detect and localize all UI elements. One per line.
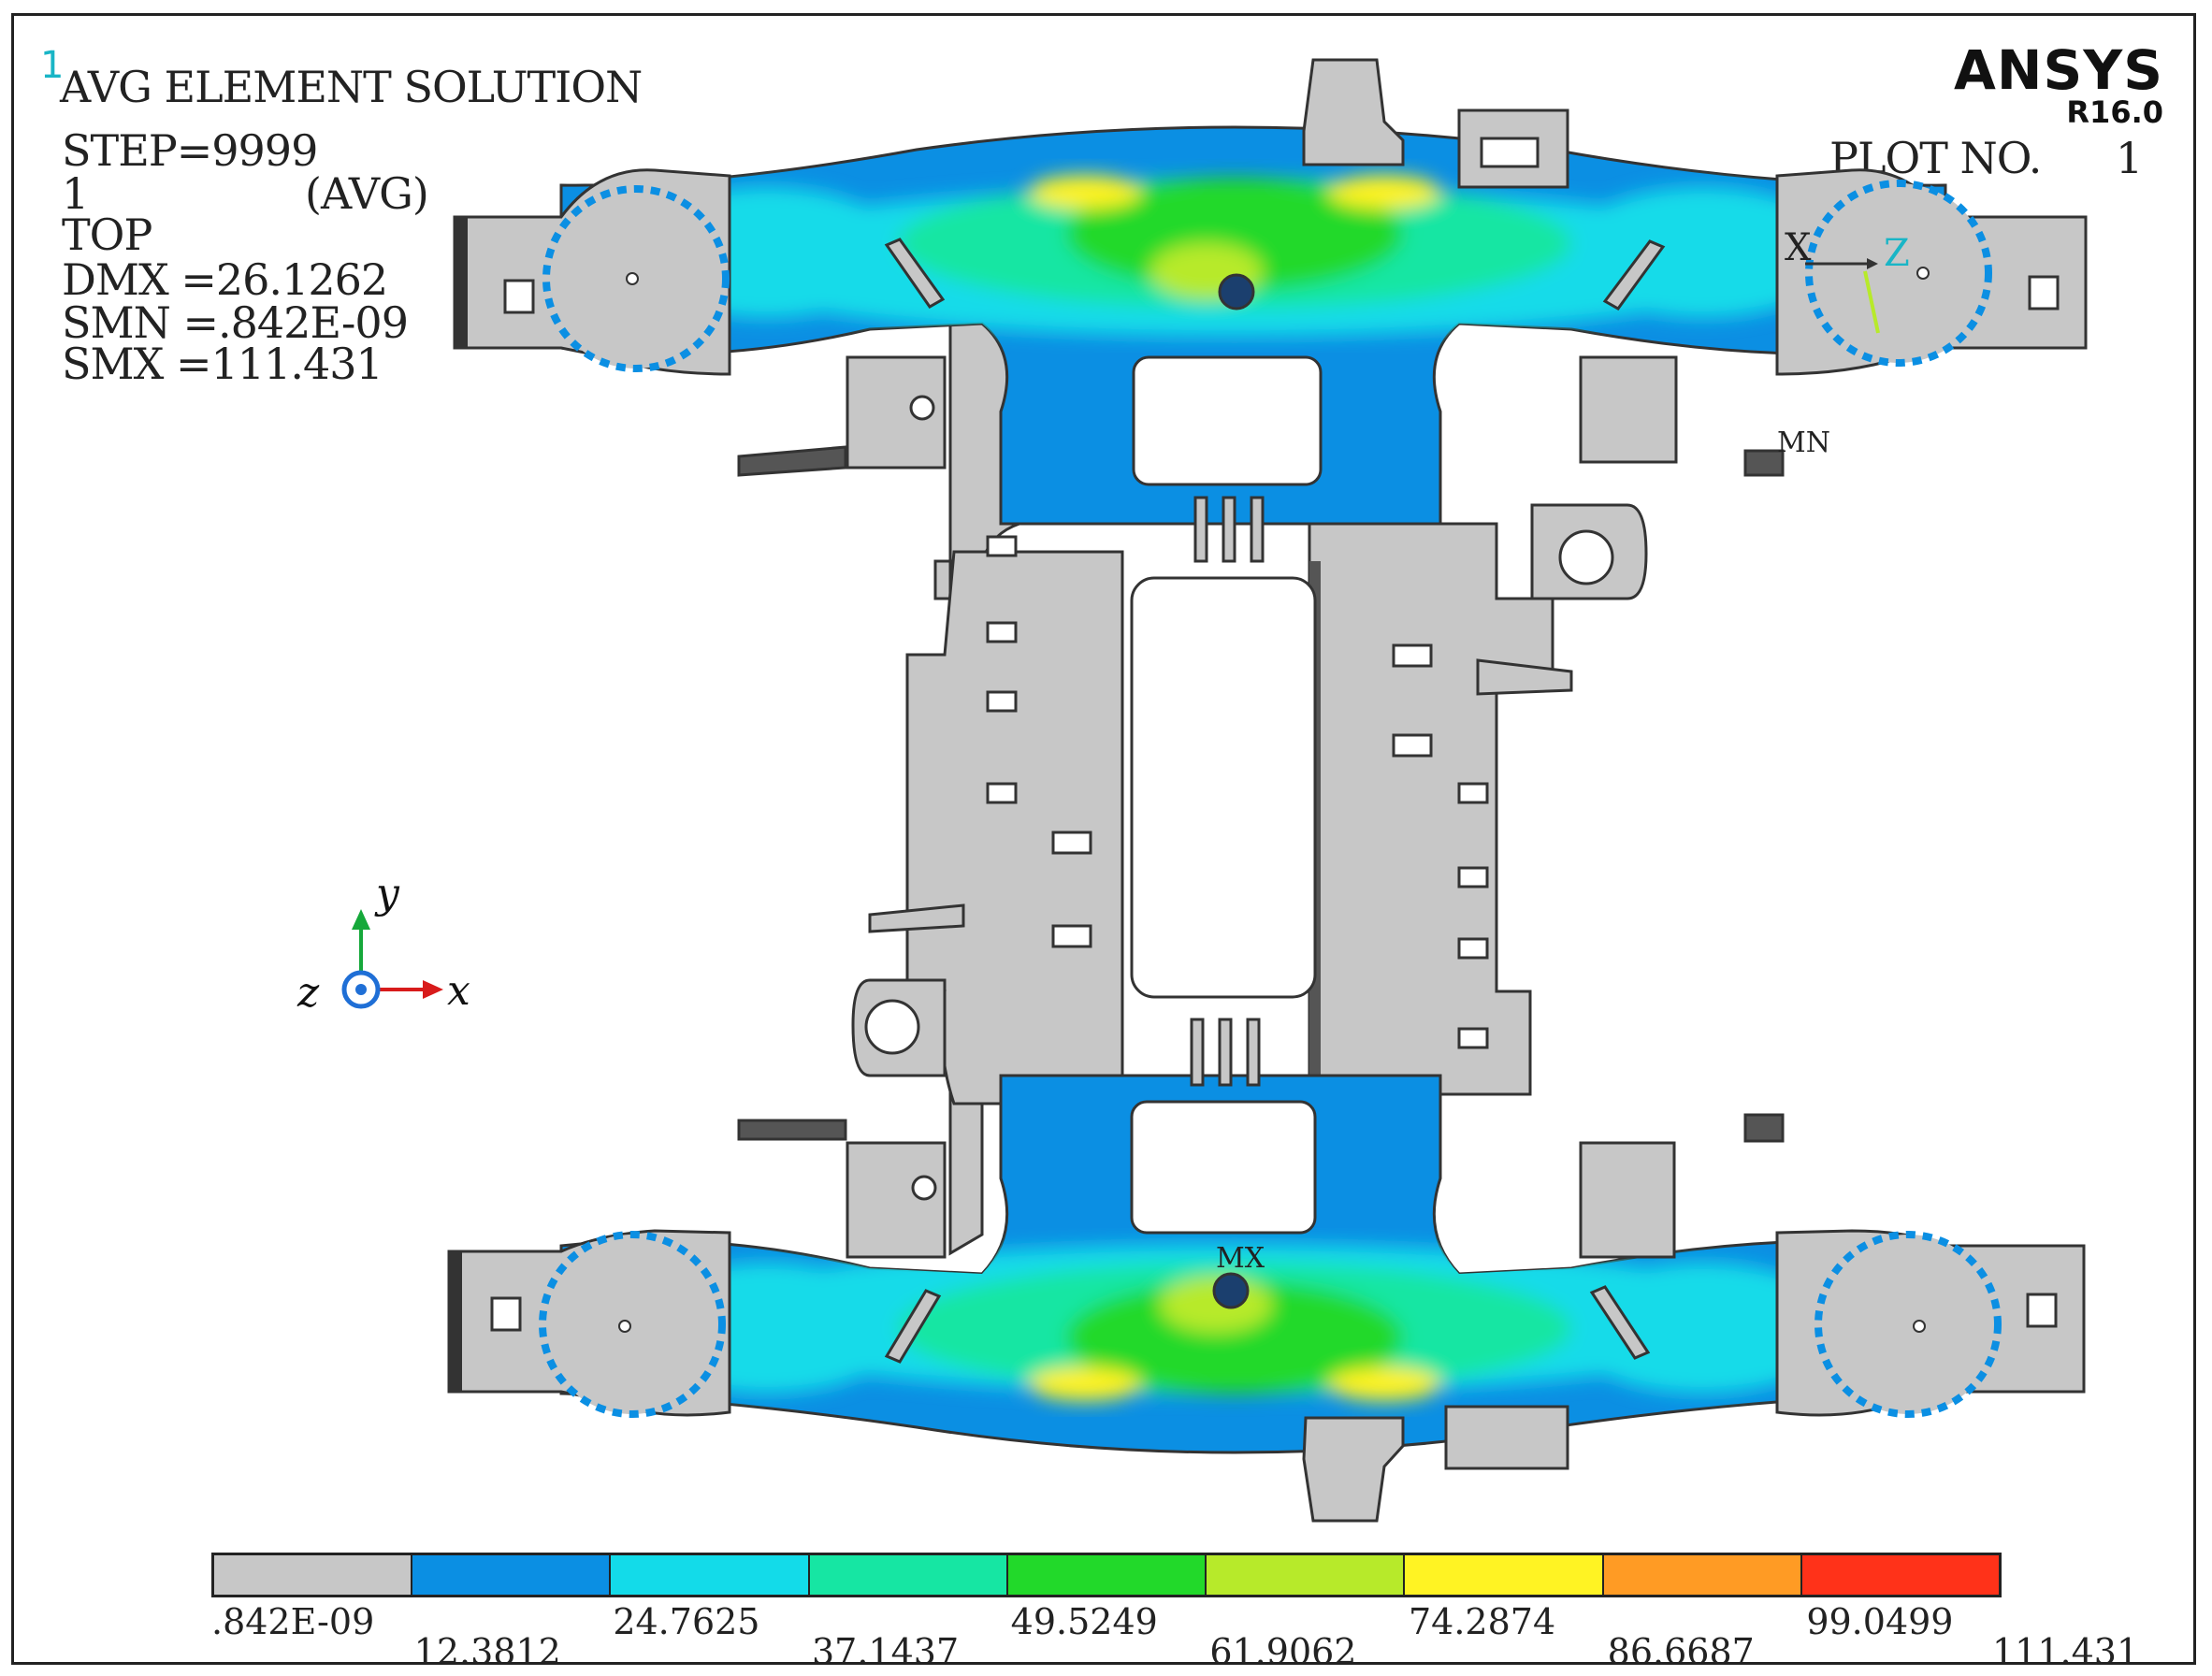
damper-plates [1190,496,1265,1087]
avg-label: (AVG) [305,168,429,219]
legend-tick-label: 86.6687 [1607,1631,1755,1672]
plot-number-label: PLOT NO. [1829,133,2042,183]
legend-tick-label: 111.431 [1992,1631,2140,1672]
max-marker-label: MX [1216,1242,1265,1275]
window-number: 1 [40,44,65,87]
legend-swatch [609,1555,808,1595]
solution-title: AVG ELEMENT SOLUTION [60,62,643,112]
view-label: TOP [62,210,152,260]
side-beam-right [1308,522,1554,1096]
substep-label: 1 [62,168,89,219]
plot-number-value: 1 [2116,133,2143,183]
top-brackets [1302,58,1569,189]
traction-links [851,503,1648,1077]
legend-tick-label: 24.7625 [613,1601,760,1642]
axis-z-label: z [297,969,320,1017]
legend-swatch [411,1555,610,1595]
side-lugs [986,535,1489,1049]
legend-tick-label: 99.0499 [1806,1601,1954,1642]
legend-tick-label: 37.1437 [812,1631,960,1672]
legend-swatch [1205,1555,1404,1595]
global-axes [341,909,443,1009]
top-cross-beam [559,125,1947,526]
legend-tick-label: 12.3812 [413,1631,561,1672]
legend-tick-label: 61.9062 [1209,1631,1357,1672]
bottom-cross-beam [559,1074,1947,1454]
dmx-label: DMX =26.1262 [62,254,388,305]
legend-swatch [807,1555,1006,1595]
release-label: R16.0 [2066,94,2163,130]
legend-tick-label: 49.5249 [1010,1601,1158,1642]
bottom-pivot-hole [1212,1272,1250,1309]
min-marker-label: MN [1777,426,1830,459]
smx-label: SMX =111.431 [62,339,383,389]
legend-tick-label: .842E-09 [211,1601,375,1642]
smn-label: SMN =.842E-09 [62,297,409,348]
gussets [884,238,1666,1364]
legend-swatch [214,1555,412,1595]
legend-swatch [1403,1555,1602,1595]
spring-caps [737,355,1785,1259]
triad-z-label: Z [1884,232,1910,275]
legend-swatch [1005,1555,1206,1595]
axis-x-label: x [447,967,470,1015]
end-housings [447,168,2088,1418]
axis-y-label: y [376,870,399,917]
step-label: STEP=9999 [62,125,318,176]
contour-legend [211,1553,2002,1597]
triad-x-label: X [1785,226,1812,269]
top-pivot-hole [1218,273,1255,311]
legend-tick-label: 74.2874 [1409,1601,1556,1642]
orientation-triad: X Z [1785,226,1910,334]
legend-swatch [1800,1555,1999,1595]
ansys-logo: ANSYS [1954,38,2163,102]
legend-swatch [1601,1555,1800,1595]
bottom-brackets [1302,1405,1569,1523]
center-window [1130,576,1317,999]
